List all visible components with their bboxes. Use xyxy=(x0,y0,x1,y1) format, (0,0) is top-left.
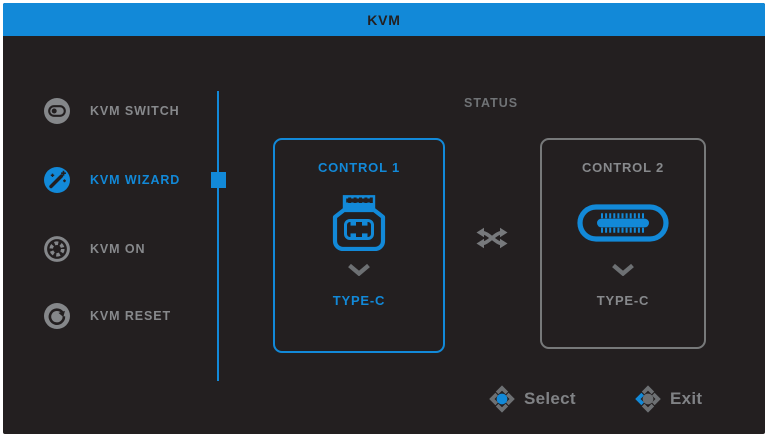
kvm-wizard-wand-icon xyxy=(44,167,70,193)
control-1-card[interactable]: CONTROL 1 xyxy=(273,138,445,353)
select-hint: Select xyxy=(489,384,576,414)
control-2-card[interactable]: CONTROL 2 TYPE-C xyxy=(540,138,706,349)
sidebar-item-kvm-switch[interactable]: KVM SWITCH xyxy=(43,96,223,126)
select-hint-label: Select xyxy=(524,389,576,408)
sidebar-position-indicator xyxy=(211,172,226,188)
exit-hint: Exit xyxy=(635,384,702,414)
kvm-reset-icon xyxy=(44,303,70,329)
sidebar-item-label: KVM RESET xyxy=(90,309,172,323)
sidebar-item-label: KVM WIZARD xyxy=(90,173,181,187)
sidebar-item-kvm-reset[interactable]: KVM RESET xyxy=(43,301,223,331)
joystick-exit-icon xyxy=(635,385,661,413)
port-label: TYPE-C xyxy=(332,293,386,308)
control-title: CONTROL 1 xyxy=(317,160,401,175)
sidebar-item-kvm-wizard[interactable]: KVM WIZARD xyxy=(43,165,223,195)
usb-type-b-connector-icon xyxy=(332,195,386,251)
exit-hint-label: Exit xyxy=(670,389,703,408)
header-bar: KVM xyxy=(3,3,765,36)
sidebar-item-kvm-on[interactable]: KVM ON xyxy=(43,234,223,264)
kvm-on-button-icon xyxy=(44,236,70,262)
kvm-switch-toggle-icon xyxy=(44,98,70,124)
sidebar-item-label: KVM ON xyxy=(90,242,146,256)
control-title: CONTROL 2 xyxy=(581,160,665,175)
sidebar-item-label: KVM SWITCH xyxy=(90,104,180,118)
status-heading: STATUS xyxy=(464,96,519,110)
chevron-down-icon xyxy=(612,263,634,276)
sidebar-divider-line xyxy=(217,91,219,381)
chevron-down-icon xyxy=(348,263,370,276)
page-title: KVM xyxy=(367,11,401,28)
usb-type-c-connector-icon xyxy=(577,204,669,242)
joystick-select-icon xyxy=(489,385,515,413)
shuffle-icon xyxy=(476,227,508,249)
port-label: TYPE-C xyxy=(596,293,650,308)
